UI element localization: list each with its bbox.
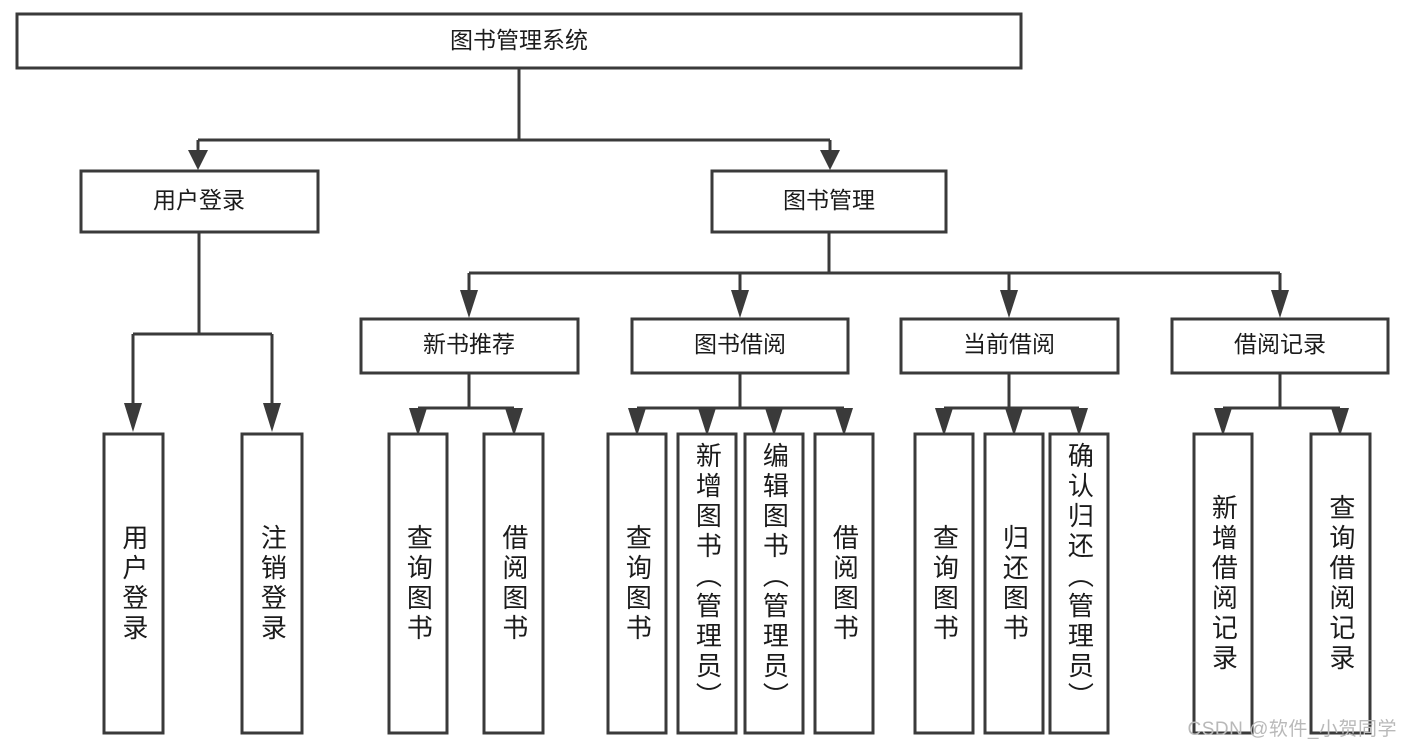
arrowhead-borrow-l2 (698, 408, 716, 436)
leaf-box-record-query[interactable] (1309, 432, 1372, 735)
arrowhead-borrow-l3 (765, 408, 783, 436)
leaf-box-user-login[interactable] (102, 432, 165, 735)
arrowhead-bookmgmt-c3 (1000, 290, 1018, 318)
borrow-record-box[interactable] (1170, 317, 1390, 375)
arrowhead-rec-l1 (409, 408, 427, 436)
node-book-management[interactable]: 图书管理 (710, 169, 948, 234)
arrowhead-login-leaf2 (263, 403, 281, 432)
book-borrow-box[interactable] (630, 317, 850, 375)
arrowhead-login-leaf1 (124, 403, 142, 432)
book-management-box[interactable] (710, 169, 948, 234)
arrowhead-borrow-l1 (628, 408, 646, 436)
node-book-borrow[interactable]: 图书借阅 (630, 317, 850, 375)
book-management-label: 图书管理 (783, 187, 875, 213)
arrowhead-current-l2 (1005, 408, 1023, 436)
arrowhead-root-to-bookmgmt (820, 150, 840, 170)
leaf-box-borrow-query-book[interactable] (606, 432, 668, 735)
arrowhead-borrow-l4 (835, 408, 853, 436)
leaf-box-record-add[interactable] (1192, 432, 1254, 735)
leaf-box-borrow-edit-book[interactable] (743, 432, 805, 735)
node-borrow-record[interactable]: 借阅记录 (1170, 317, 1390, 375)
arrowhead-record-l1 (1214, 408, 1232, 436)
leaf-box-current-query-book[interactable] (913, 432, 975, 735)
node-current-borrow[interactable]: 当前借阅 (899, 317, 1120, 375)
borrow-record-label: 借阅记录 (1234, 331, 1326, 357)
leaf-box-rec-borrow-book[interactable] (482, 432, 545, 735)
leaf-box-current-confirm-return[interactable] (1048, 432, 1110, 735)
leaf-box-rec-query-book[interactable] (387, 432, 449, 735)
leaf-box-borrow-borrow-book[interactable] (813, 432, 875, 735)
arrowhead-record-l2 (1331, 408, 1349, 436)
arrowhead-bookmgmt-c2 (731, 290, 749, 318)
arrowhead-current-l3 (1070, 408, 1088, 436)
leaf-box-current-return-book[interactable] (983, 432, 1045, 735)
leaf-box-borrow-add-book[interactable] (676, 432, 738, 735)
current-borrow-label: 当前借阅 (963, 331, 1055, 357)
new-book-recommend-label: 新书推荐 (423, 331, 515, 357)
node-root[interactable]: 图书管理系统 (15, 12, 1023, 70)
watermark-text: CSDN @软件_小贺同学 (1187, 719, 1397, 740)
arrowhead-current-l1 (935, 408, 953, 436)
node-new-book-recommend[interactable]: 新书推荐 (359, 317, 580, 375)
arrowhead-root-to-login (188, 150, 208, 170)
user-login-label: 用户登录 (153, 187, 245, 213)
new-book-recommend-box[interactable] (359, 317, 580, 375)
arrowhead-bookmgmt-c1 (460, 290, 478, 318)
root-box[interactable] (15, 12, 1023, 70)
book-borrow-label: 图书借阅 (694, 331, 786, 357)
root-label: 图书管理系统 (450, 27, 588, 53)
leaf-box-logout[interactable] (240, 432, 304, 735)
current-borrow-box[interactable] (899, 317, 1120, 375)
arrowhead-bookmgmt-c4 (1271, 290, 1289, 318)
arrowhead-rec-l2 (505, 408, 523, 436)
node-user-login[interactable]: 用户登录 (79, 169, 320, 234)
